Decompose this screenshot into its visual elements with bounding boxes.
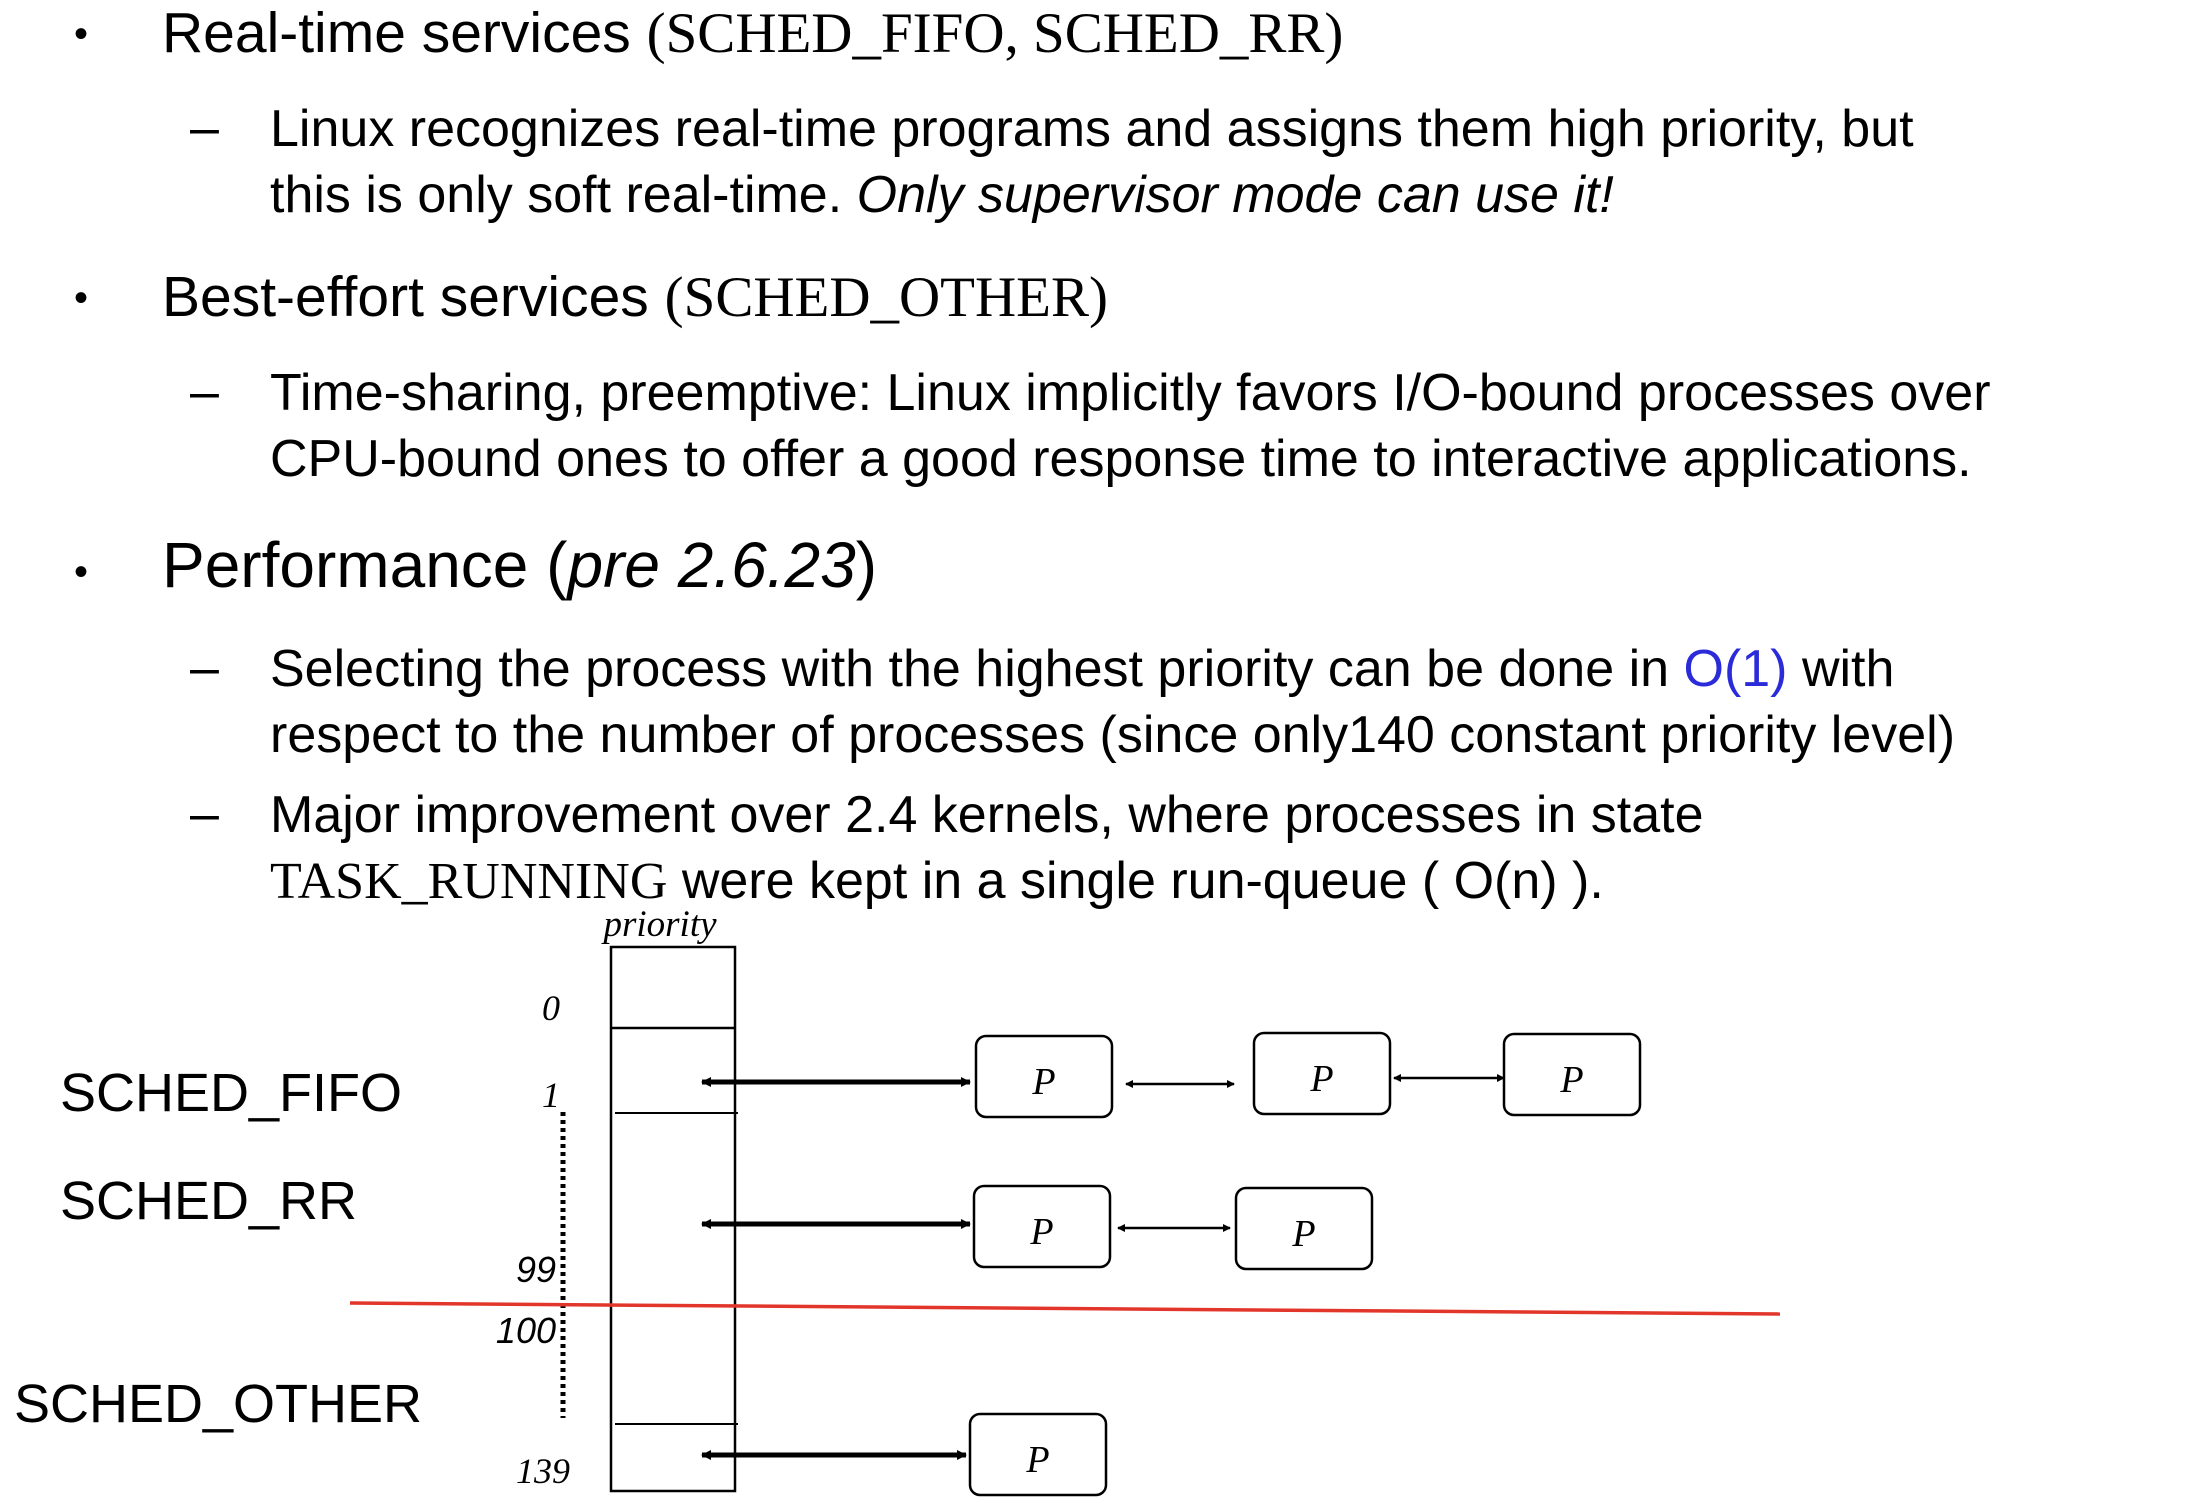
task-running-term: TASK_RUNNING — [270, 853, 668, 910]
dash-1: – — [190, 99, 219, 157]
process-label: P — [1029, 1211, 1053, 1253]
realtime-sub-line2-italic: Only supervisor mode can use it! — [856, 166, 1614, 224]
realtime-sub-text: Linux recognizes real-time programs and … — [270, 96, 1914, 228]
realtime-sub-line2: this is only soft real-time. Only superv… — [270, 162, 1914, 228]
process-label: P — [1309, 1058, 1333, 1100]
performance-sub1-line2: respect to the number of processes (sinc… — [270, 706, 1956, 764]
process-node: P — [1252, 1031, 1392, 1116]
process-node: P — [1234, 1186, 1374, 1271]
process-label: P — [1559, 1059, 1583, 1101]
performance-sub2-line2: TASK_RUNNING were kept in a single run-q… — [270, 848, 1704, 915]
performance-sub1-text: Selecting the process with the highest p… — [270, 636, 1955, 768]
process-label: P — [1031, 1061, 1055, 1103]
besteffort-sub-line1: Time-sharing, preemptive: Linux implicit… — [270, 364, 1991, 422]
process-label: P — [1025, 1439, 1049, 1481]
dash-3: – — [190, 639, 219, 697]
dash-4: – — [190, 785, 219, 843]
bullet-realtime-paren: (SCHED_FIFO, SCHED_RR) — [646, 2, 1344, 65]
bullet-dot-1: • — [74, 12, 89, 56]
priority-number-139: 139 — [516, 1451, 570, 1491]
policy-label-sched-other: SCHED_OTHER — [14, 1374, 422, 1434]
policy-label-sched-fifo: SCHED_FIFO — [60, 1063, 402, 1123]
priority-number-99: 99 — [516, 1249, 556, 1290]
bullet-besteffort-heading: Best-effort services (SCHED_OTHER) — [162, 264, 1108, 330]
bullet-realtime-main: Real-time services — [162, 1, 631, 65]
process-node: P — [972, 1184, 1112, 1269]
besteffort-sub-line2: CPU-bound ones to offer a good response … — [270, 430, 1972, 488]
bullet-besteffort-paren: (SCHED_OTHER) — [664, 266, 1108, 329]
bullet-besteffort-main: Best-effort services — [162, 265, 649, 329]
realtime-sub-line2-normal: this is only soft real-time. — [270, 166, 857, 224]
performance-sub1-line1: Selecting the process with the highest p… — [270, 636, 1955, 702]
besteffort-sub-text: Time-sharing, preemptive: Linux implicit… — [270, 360, 1991, 492]
realtime-sub-line1: Linux recognizes real-time programs and … — [270, 100, 1914, 158]
bullet-performance-italic: pre 2.6.23 — [567, 529, 856, 601]
process-node: P — [1502, 1032, 1642, 1117]
bullet-dot-3: • — [74, 550, 89, 594]
bullet-dot-2: • — [74, 276, 89, 320]
bullet-realtime-heading: Real-time services (SCHED_FIFO, SCHED_RR… — [162, 0, 1343, 66]
realtime-besteffort-divider — [349, 1301, 1781, 1316]
process-label: P — [1291, 1213, 1315, 1255]
performance-sub2-line2-post: were kept in a single run-queue ( O(n) )… — [667, 852, 1604, 910]
policy-label-sched-rr: SCHED_RR — [60, 1171, 357, 1231]
priority-number-0: 0 — [542, 988, 560, 1028]
process-node: P — [968, 1412, 1108, 1497]
process-node: P — [974, 1034, 1114, 1119]
bullet-performance-prefix: Performance ( — [162, 529, 568, 601]
priority-number-1: 1 — [542, 1075, 560, 1115]
priority-column-label: priority — [600, 904, 717, 945]
performance-sub2-line1: Major improvement over 2.4 kernels, wher… — [270, 786, 1704, 844]
bullet-performance-heading: Performance (pre 2.6.23) — [162, 528, 877, 602]
performance-sub1-line1-post: with — [1787, 640, 1895, 698]
bullet-performance-suffix: ) — [855, 529, 877, 601]
performance-sub2-text: Major improvement over 2.4 kernels, wher… — [270, 782, 1704, 915]
dash-2: – — [190, 363, 219, 421]
performance-sub1-line1-pre: Selecting the process with the highest p… — [270, 640, 1684, 698]
priority-number-100: 100 — [496, 1310, 556, 1351]
big-o-one-highlight: O(1) — [1683, 640, 1788, 698]
